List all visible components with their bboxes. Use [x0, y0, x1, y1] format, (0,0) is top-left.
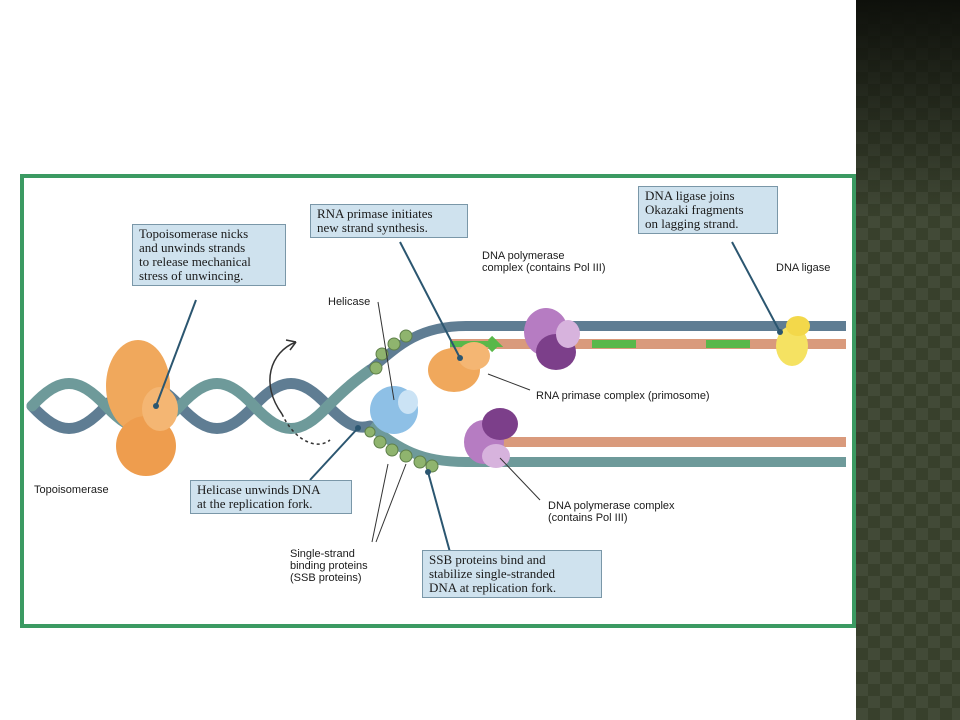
ssb-proteins	[364, 329, 439, 473]
leader-dots	[153, 329, 783, 475]
rna-primer-1	[450, 335, 504, 353]
callout-rna-primase: RNA primase initiates new strand synthes…	[310, 204, 468, 238]
label-lines	[371, 301, 541, 543]
helix-strand-b	[26, 364, 376, 434]
label-primase-complex: RNA primase complex (primosome)	[536, 390, 710, 402]
parental-strand-bottom	[366, 422, 846, 467]
primase-enzyme	[428, 342, 490, 392]
label-helicase: Helicase	[328, 296, 371, 308]
ligase-enzyme	[776, 316, 810, 366]
callout-dna-ligase: DNA ligase joins Okazaki fragments on la…	[638, 186, 778, 234]
helicase-enzyme	[370, 386, 418, 434]
rotation-arrow-head	[285, 339, 297, 351]
diagram-artwork	[26, 241, 846, 575]
callout-helicase: Helicase unwinds DNA at the replication …	[190, 480, 352, 514]
leader-lines	[155, 241, 781, 575]
callout-topoisomerase: Topoisomerase nicks and unwinds strands …	[132, 224, 286, 286]
label-ssb: Single-strand binding proteins (SSB prot…	[290, 548, 368, 584]
label-dna-ligase: DNA ligase	[776, 262, 831, 274]
rotation-arrow	[269, 341, 297, 415]
dna-replication-diagram: Topoisomerase nicks and unwinds strands …	[20, 174, 856, 628]
topoisomerase-enzyme	[106, 340, 178, 476]
polymerase-bottom-enzyme	[464, 408, 518, 468]
parental-strand-top	[366, 321, 846, 374]
label-topoisomerase: Topoisomerase	[34, 484, 109, 496]
callout-ssb: SSB proteins bind and stabilize single-s…	[422, 550, 602, 598]
label-polymerase-top: DNA polymerase complex (contains Pol III…	[482, 250, 606, 274]
side-decoration-strip	[856, 0, 960, 720]
label-polymerase-bottom: DNA polymerase complex (contains Pol III…	[548, 500, 675, 524]
polymerase-top-enzyme	[524, 308, 580, 370]
